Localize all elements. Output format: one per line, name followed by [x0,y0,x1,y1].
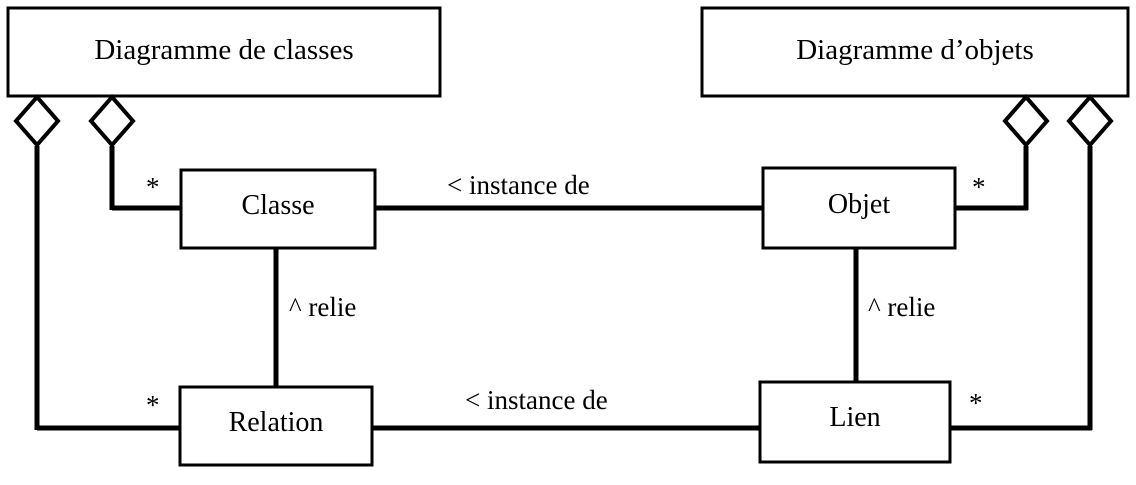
edge-label-relie-left: ^ relie [289,292,357,322]
multiplicity-label-objet: * [972,172,986,202]
package-box-diagramme-objets[interactable] [700,6,1130,98]
edge-label-instance-de-top: < instance de [447,170,590,200]
multiplicity-label-lien: * [969,388,983,418]
multiplicity-label-classe: * [146,172,160,202]
package-box-diagramme-de-classes[interactable] [6,6,442,98]
edge-label-relie-right: ^ relie [868,292,936,322]
entity-box-objet[interactable] [761,166,957,250]
entity-box-relation[interactable] [178,385,374,467]
aggregation-diamond-classes-relation [13,93,61,149]
entity-box-lien[interactable] [758,380,952,464]
aggregation-diamond-objets-lien [1066,93,1114,149]
aggregation-diamond-objets-objet [1002,93,1050,149]
aggregation-diamond-classes-classe [88,93,136,149]
edge-label-instance-de-bottom: < instance de [465,385,608,415]
entity-box-classe[interactable] [179,168,377,250]
multiplicity-label-relation: * [146,390,160,420]
